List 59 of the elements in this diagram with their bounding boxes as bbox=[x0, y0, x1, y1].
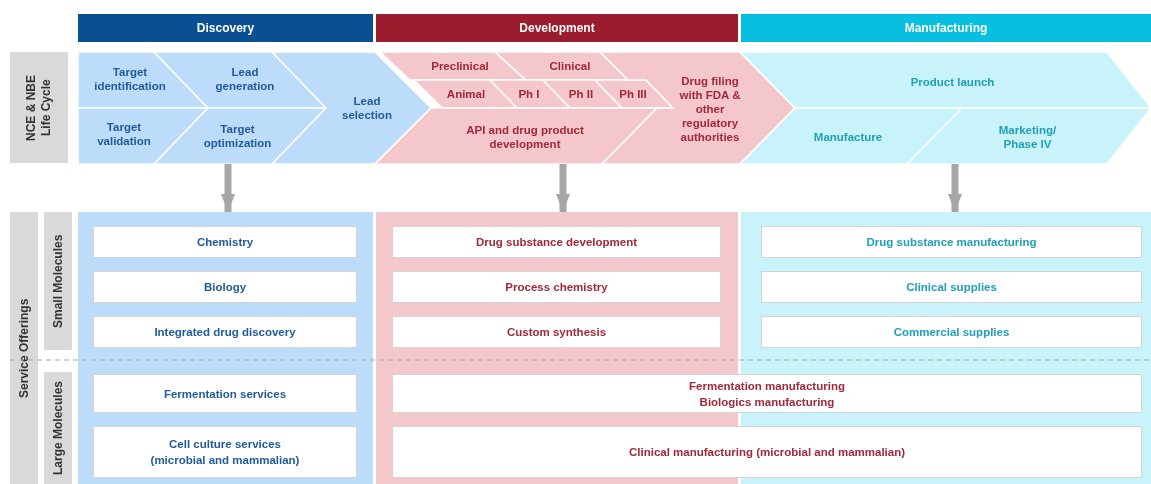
step-label: Ph I bbox=[517, 87, 541, 102]
service-box bbox=[93, 271, 357, 303]
service-box bbox=[392, 316, 721, 348]
stage-header: Discovery bbox=[78, 14, 373, 42]
step-label: Lead generation bbox=[214, 65, 276, 94]
step-label: Marketing/ Phase IV bbox=[997, 123, 1058, 152]
service-label: Chemistry bbox=[196, 235, 254, 250]
service-label: Custom synthesis bbox=[506, 325, 607, 340]
service-label: Clinical supplies bbox=[906, 280, 997, 295]
step-label: Lead selection bbox=[341, 94, 393, 123]
chevron-step bbox=[740, 52, 1151, 108]
service-label: Drug substance manufacturing bbox=[866, 235, 1037, 250]
row-label: Service Offerings bbox=[10, 212, 38, 484]
service-box bbox=[392, 271, 721, 303]
chevron-step bbox=[907, 108, 1151, 164]
service-label: Fermentation manufacturing bbox=[689, 378, 845, 394]
step-label: Target identification bbox=[93, 65, 167, 94]
service-box bbox=[392, 226, 721, 258]
step-label: Ph II bbox=[567, 87, 595, 102]
service-box bbox=[93, 316, 357, 348]
arrow bbox=[221, 164, 235, 212]
service-box bbox=[761, 316, 1142, 348]
step-label: Clinical bbox=[548, 59, 592, 74]
service-box bbox=[93, 426, 357, 478]
chevron-step bbox=[740, 108, 962, 164]
step-label: Drug filing with FDA & other regulatory authorities bbox=[678, 74, 742, 145]
stage-panel bbox=[78, 212, 373, 484]
step-label: Target optimization bbox=[202, 122, 273, 151]
step-label: Ph III bbox=[618, 87, 648, 102]
service-label: Drug substance development bbox=[475, 235, 637, 250]
step-label: API and drug product development bbox=[465, 123, 585, 152]
chevron-step bbox=[154, 108, 326, 164]
row-label: Small Molecules bbox=[44, 212, 72, 350]
service-label: Integrated drug discovery bbox=[154, 325, 296, 340]
service-box bbox=[392, 374, 1142, 413]
service-label: Fermentation services bbox=[163, 386, 287, 402]
service-label: Process chemistry bbox=[505, 280, 608, 295]
step-label: Preclinical bbox=[430, 59, 490, 74]
chevron-step bbox=[272, 52, 431, 164]
service-label: Commercial supplies bbox=[893, 325, 1010, 340]
service-box bbox=[93, 374, 357, 413]
service-label: Clinical manufacturing (microbial and mammalian) bbox=[628, 445, 906, 460]
step-label: Target validation bbox=[96, 120, 152, 149]
stage-header: Development bbox=[376, 14, 738, 42]
stage-header: Manufacturing bbox=[741, 14, 1151, 42]
service-box bbox=[761, 226, 1142, 258]
row-label: NCE & NBE Life Cycle bbox=[10, 52, 68, 163]
service-box bbox=[761, 271, 1142, 303]
service-box bbox=[93, 226, 357, 258]
step-label: Animal bbox=[445, 87, 487, 102]
service-label: Biologics manufacturing bbox=[699, 394, 835, 410]
row-label: Large Molecules bbox=[44, 372, 72, 484]
step-label: Product launch bbox=[909, 75, 996, 90]
service-label: Biology bbox=[203, 280, 247, 295]
arrow bbox=[948, 164, 962, 212]
service-box bbox=[392, 426, 1142, 478]
arrow bbox=[556, 164, 570, 212]
service-label: Cell culture services (microbial and mammalian) bbox=[149, 437, 301, 468]
step-label: Manufacture bbox=[812, 130, 884, 145]
